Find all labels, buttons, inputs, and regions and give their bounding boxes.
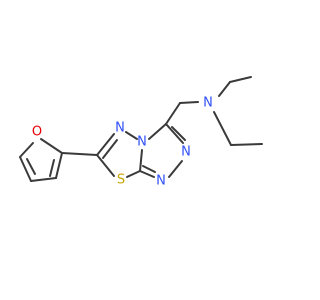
furan-ring [19,138,63,182]
bond [142,165,156,173]
thiadiazole-ring [96,131,143,178]
bond [126,170,141,178]
sulfur-label: S [117,173,125,188]
bond [26,158,36,175]
amine-nitrogen-label: N [203,96,213,111]
bond [171,126,186,141]
bond [213,111,232,146]
bond [148,123,167,140]
bridgehead-nitrogen-label: N [137,135,147,150]
thiadiazole-nitrogen-label: N [115,121,125,136]
structure-canvas: O N N N N N S [19,76,263,189]
bond [229,76,252,83]
bond [40,138,63,154]
bond [165,102,181,125]
diethylaminomethyl-group [165,76,263,146]
bond [139,149,143,172]
bond [139,170,155,178]
bond [168,160,183,178]
bond [19,156,32,182]
bond [30,177,57,182]
bond [165,123,184,144]
bond [61,152,98,156]
bond [49,159,55,177]
triazole-nitrogen-label: N [181,145,191,160]
bond [96,133,115,156]
molecule-diagram: O N N N N N S [19,76,263,189]
bond [179,101,199,104]
bond [102,139,118,159]
bond [19,142,34,158]
bond [125,131,138,140]
bond [96,154,115,177]
furan-oxygen-label: O [32,125,42,140]
bond [218,81,231,97]
triazole-nitrogen-label: N [156,174,166,189]
bond [230,143,263,146]
triazole-ring [139,123,186,178]
bond [55,152,63,179]
